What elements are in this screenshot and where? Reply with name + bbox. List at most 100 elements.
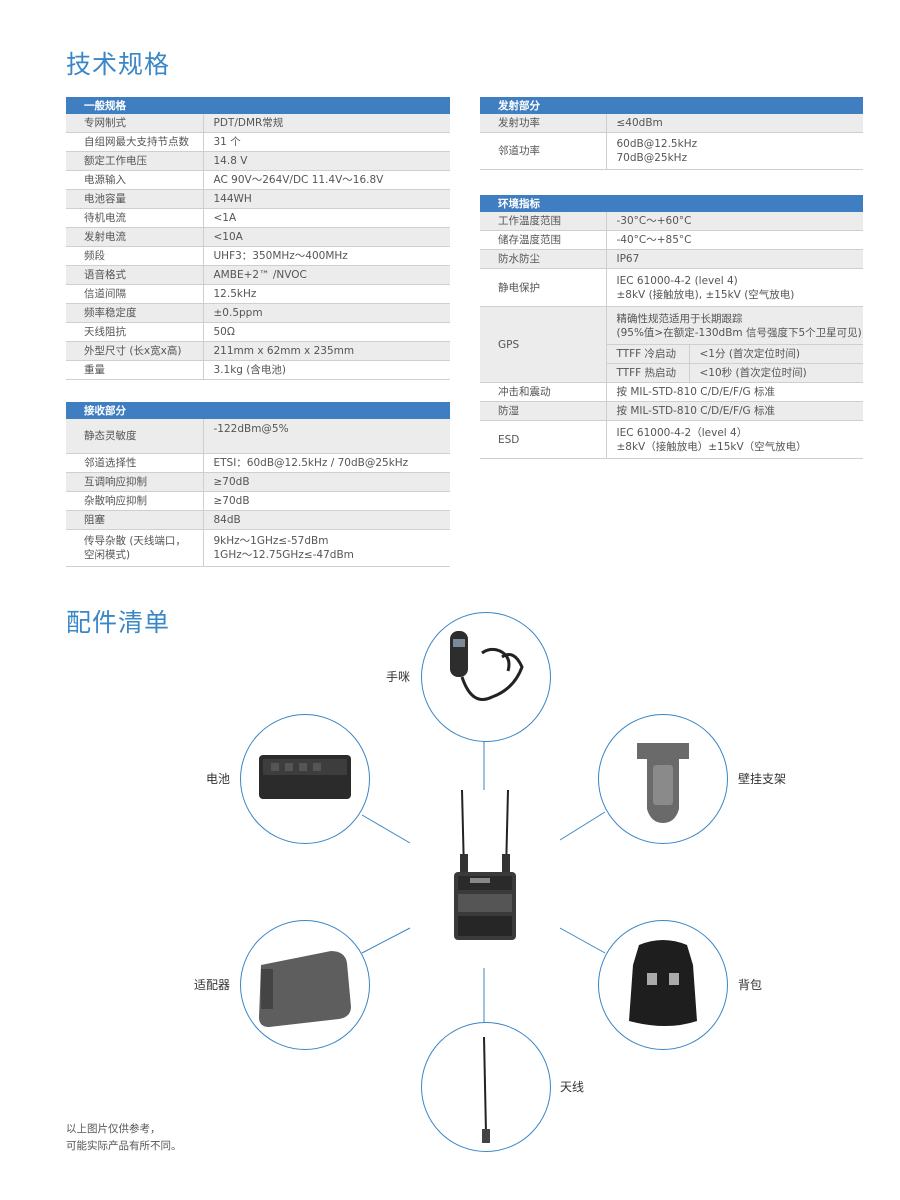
footnote: 以上图片仅供参考， 可能实际产品有所不同。: [66, 1123, 182, 1152]
spec-subkey: TTFF 冷启动: [605, 344, 689, 364]
spec-value: 3.1kg (含电池): [202, 360, 450, 380]
spec-key: 工作温度范围: [480, 212, 606, 231]
table-row: 储存温度范围-40°C～+85°C: [480, 230, 863, 250]
spec-value: ±0.5ppm: [202, 303, 450, 323]
spec-value: 144WH: [202, 189, 450, 209]
spec-key: 额定工作电压: [66, 151, 203, 171]
environment-header: 环境指标: [480, 195, 863, 212]
transmit-header: 发射部分: [480, 97, 863, 114]
accessories-title: 配件清单: [66, 608, 171, 637]
spec-value: IP67: [605, 249, 863, 269]
table-row: 杂散响应抑制≥70dB: [66, 491, 450, 511]
spec-key: 电源输入: [66, 170, 203, 190]
spec-key: 防水防尘: [480, 249, 606, 269]
spec-key: GPS: [480, 306, 606, 383]
table-row: TTFF 冷启动<1分 (首次定位时间): [480, 344, 863, 364]
spec-value: UHF3：350MHz～400MHz: [202, 246, 450, 266]
backpack-circle: [598, 920, 728, 1050]
spec-value: IEC 61000-4-2（level 4）±8kV（接触放电）±15kV（空气…: [605, 420, 863, 459]
antenna-icon: [482, 1036, 490, 1143]
spec-value: 84dB: [202, 510, 450, 530]
spec-key: 静态灵敏度: [66, 419, 203, 454]
spec-key: 外型尺寸 (长x宽x高): [66, 341, 203, 361]
spec-key: 频率稳定度: [66, 303, 203, 323]
spec-key: 互调响应抑制: [66, 472, 203, 492]
table-row: 发射电流<10A: [66, 227, 450, 247]
battery-icon: [259, 755, 351, 799]
spec-value: <1A: [202, 208, 450, 228]
spec-key: 邻道选择性: [66, 453, 203, 473]
spec-value: -30°C～+60°C: [605, 212, 863, 231]
spec-key: 储存温度范围: [480, 230, 606, 250]
table-row: 工作温度范围-30°C～+60°C: [480, 212, 863, 231]
spec-key: 冲击和震动: [480, 382, 606, 402]
spec-value: ≥70dB: [202, 491, 450, 511]
table-row: 静电保护 IEC 61000-4-2 (level 4)±8kV (接触放电),…: [480, 268, 863, 307]
table-row: 外型尺寸 (长x宽x高)211mm x 62mm x 235mm: [66, 341, 450, 361]
spec-key: 电池容量: [66, 189, 203, 209]
spec-key: 邻道功率: [480, 132, 606, 170]
antenna-label: 天线: [560, 1080, 585, 1094]
spec-key: 发射电流: [66, 227, 203, 247]
spec-value: 12.5kHz: [202, 284, 450, 304]
repeater-radio-image: [454, 790, 516, 940]
spec-key: 传导杂散 (天线端口，空闲模式): [66, 529, 203, 567]
spec-key: 频段: [66, 246, 203, 266]
spec-key: 专网制式: [66, 114, 203, 133]
specs-title: 技术规格: [66, 50, 171, 79]
spec-value: <10A: [202, 227, 450, 247]
spec-value: 211mm x 62mm x 235mm: [202, 341, 450, 361]
spec-key: 语音格式: [66, 265, 203, 285]
spec-key: 静电保护: [480, 268, 606, 307]
table-row: TTFF 热启动<10秒 (首次定位时间): [480, 363, 863, 383]
spec-value: 14.8 V: [202, 151, 450, 171]
power-adapter-icon: [259, 951, 351, 1027]
spec-value: 精确性规范适用于长期跟踪(95%值>在额定-130dBm 信号强度下5个卫星可见…: [605, 306, 863, 345]
table-row: GPS 精确性规范适用于长期跟踪(95%值>在额定-130dBm 信号强度下5个…: [480, 306, 863, 383]
wall-bracket-icon: [637, 743, 689, 823]
table-row: 待机电流<1A: [66, 208, 450, 228]
spec-key: 天线阻抗: [66, 322, 203, 342]
spec-value: <1分 (首次定位时间): [688, 344, 863, 364]
spec-value: 按 MIL-STD-810 C/D/E/F/G 标准: [605, 401, 863, 421]
table-header: 一般规格: [66, 97, 450, 114]
battery-label: 电池: [206, 772, 231, 786]
spec-value: 31 个: [202, 132, 450, 152]
spec-subkey: TTFF 热启动: [605, 363, 689, 383]
table-row: 防湿按 MIL-STD-810 C/D/E/F/G 标准: [480, 401, 863, 421]
table-row: 互调响应抑制≥70dB: [66, 472, 450, 492]
spec-key: 防湿: [480, 401, 606, 421]
spec-value: <10秒 (首次定位时间): [688, 363, 863, 383]
spec-value: -122dBm@5%: [202, 419, 450, 454]
environment-spec-table: 环境指标 工作温度范围-30°C～+60°C 储存温度范围-40°C～+85°C…: [480, 195, 863, 459]
spec-key: 自组网最大支持节点数: [66, 132, 203, 152]
mic-circle: [421, 612, 551, 742]
adapter-label: 适配器: [194, 978, 231, 992]
spec-value: IEC 61000-4-2 (level 4)±8kV (接触放电), ±15k…: [605, 268, 863, 307]
spec-key: 杂散响应抑制: [66, 491, 203, 511]
mic-label: 手咪: [386, 670, 411, 684]
table-row: 频率稳定度±0.5ppm: [66, 303, 450, 323]
table-row: 发射功率≤40dBm: [480, 114, 863, 133]
table-row: 静态灵敏度-122dBm@5%: [66, 419, 450, 454]
backpack-label: 背包: [738, 978, 763, 992]
spec-value: ETSI：60dB@12.5kHz / 70dB@25kHz: [202, 453, 450, 473]
spec-value: -40°C～+85°C: [605, 230, 863, 250]
spec-key: 发射功率: [480, 114, 606, 133]
bracket-circle: [598, 714, 728, 844]
mic-icon: [450, 631, 524, 701]
table-row: 冲击和震动按 MIL-STD-810 C/D/E/F/G 标准: [480, 382, 863, 402]
